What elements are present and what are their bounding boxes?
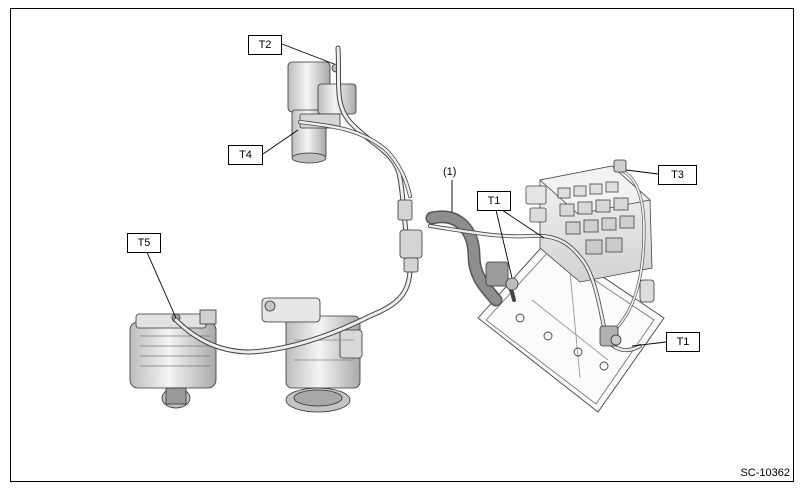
reference-number-1: (1) xyxy=(443,166,457,178)
figure-code: SC-10362 xyxy=(740,467,790,479)
callout-t4: T4 xyxy=(228,145,263,165)
fuse-relay-box xyxy=(525,165,653,283)
callout-t1-upper: T1 xyxy=(477,191,511,211)
battery-tray xyxy=(477,239,665,413)
alternator xyxy=(129,309,217,409)
callout-t1-lower: T1 xyxy=(666,332,700,352)
callout-t5: T5 xyxy=(127,233,161,253)
harness-connectors xyxy=(397,159,655,347)
callout-t2: T2 xyxy=(248,35,282,55)
ac-compressor xyxy=(261,297,363,413)
leader-lines xyxy=(145,43,667,347)
callout-t3: T3 xyxy=(658,165,697,185)
